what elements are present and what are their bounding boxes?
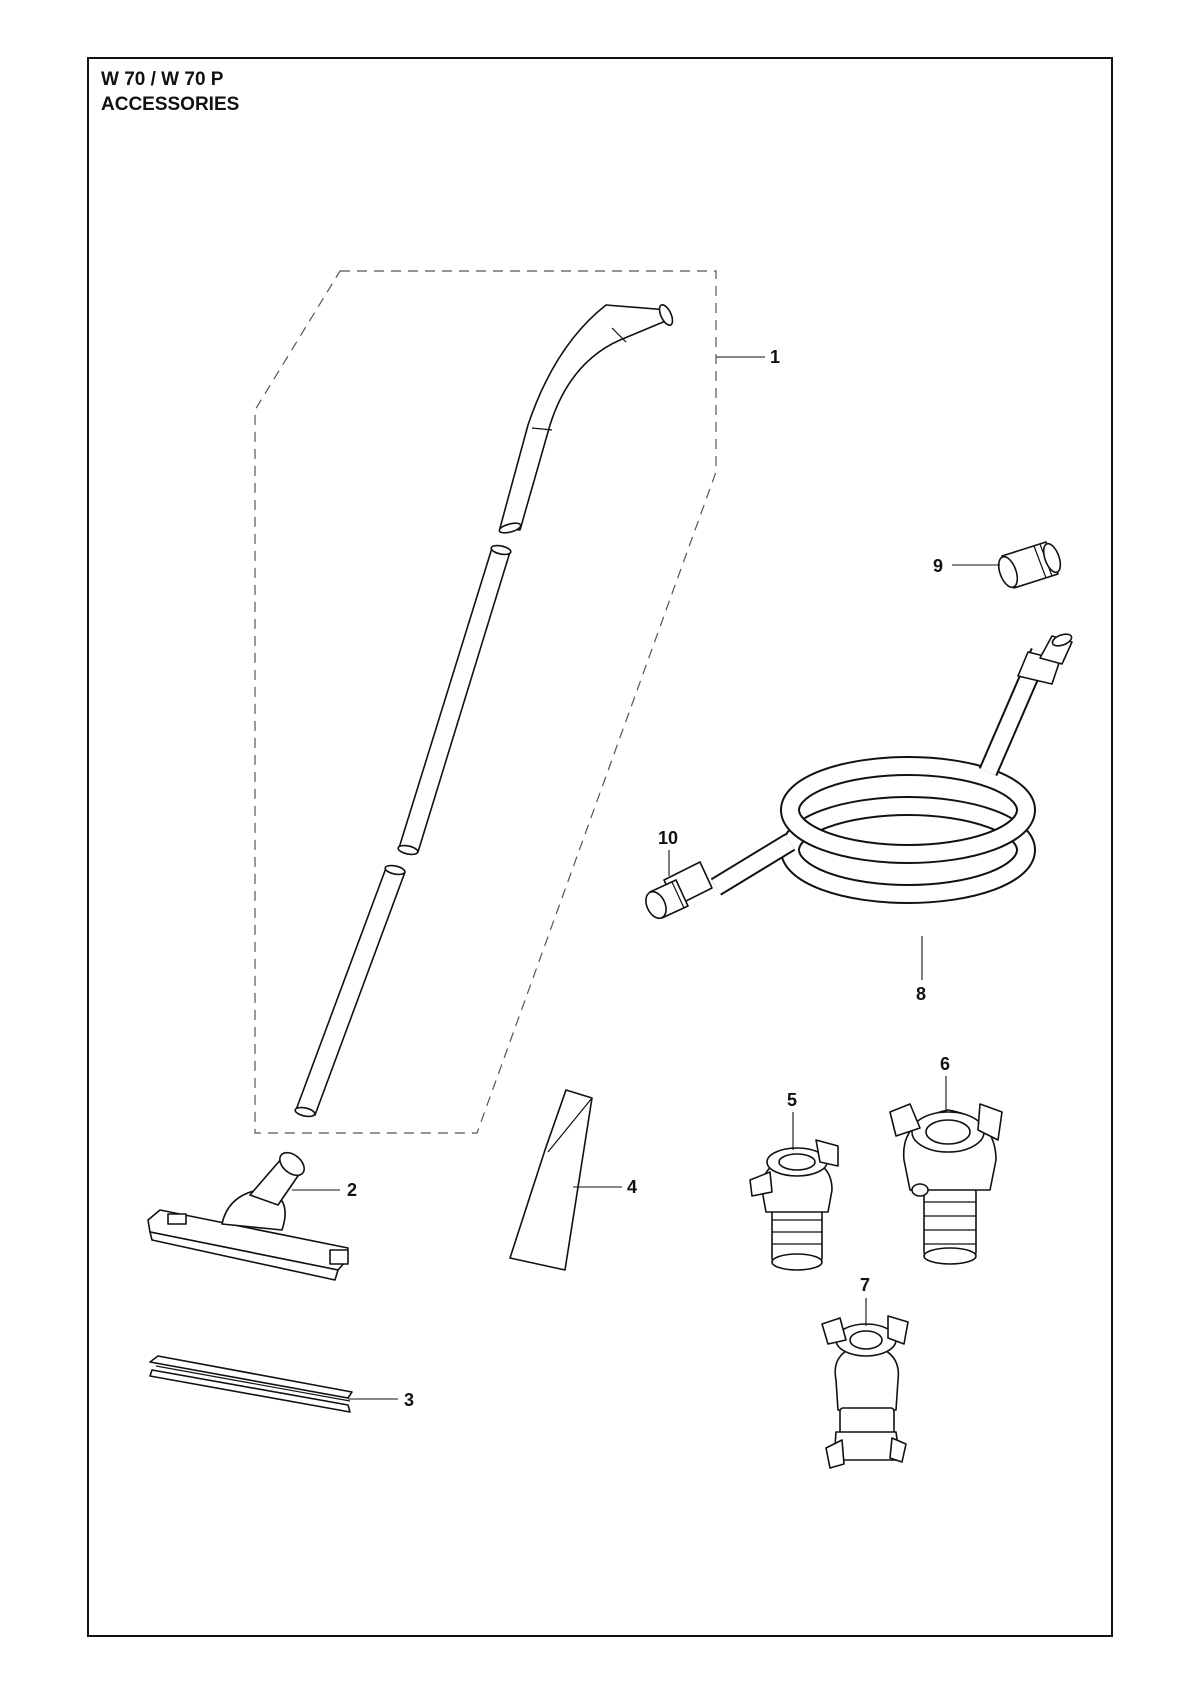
- callout-7: 7: [860, 1275, 870, 1295]
- callout-10: 10: [658, 828, 678, 848]
- callout-5: 5: [787, 1090, 797, 1110]
- floor-nozzle: [147, 1151, 349, 1281]
- group-outline-part-1: [254, 270, 717, 1134]
- callout-8: 8: [916, 984, 926, 1004]
- curved-tube: [498, 304, 674, 534]
- claw-coupling-large: [889, 1103, 1003, 1265]
- crevice-nozzle: [509, 1089, 593, 1271]
- hose-adapter: [997, 541, 1062, 589]
- double-claw-coupling: [821, 1315, 909, 1469]
- callout-6: 6: [940, 1054, 950, 1074]
- callout-9: 9: [933, 556, 943, 576]
- callout-3: 3: [404, 1390, 414, 1410]
- section-title: ACCESSORIES: [101, 94, 240, 115]
- callout-1: 1: [770, 347, 780, 367]
- straight-tube-middle: [397, 544, 512, 856]
- callout-2: 2: [347, 1180, 357, 1200]
- model-title: W 70 / W 70 P: [101, 69, 224, 90]
- hose-end-connector: [645, 861, 713, 920]
- straight-tube-lower: [294, 864, 406, 1118]
- hose-end-cuff: [1017, 633, 1073, 685]
- rubber-strips: [149, 1355, 353, 1413]
- coiled-hose: [710, 648, 1050, 904]
- callout-4: 4: [627, 1177, 637, 1197]
- claw-coupling-small: [749, 1139, 839, 1271]
- drawing-frame: [87, 57, 1113, 1637]
